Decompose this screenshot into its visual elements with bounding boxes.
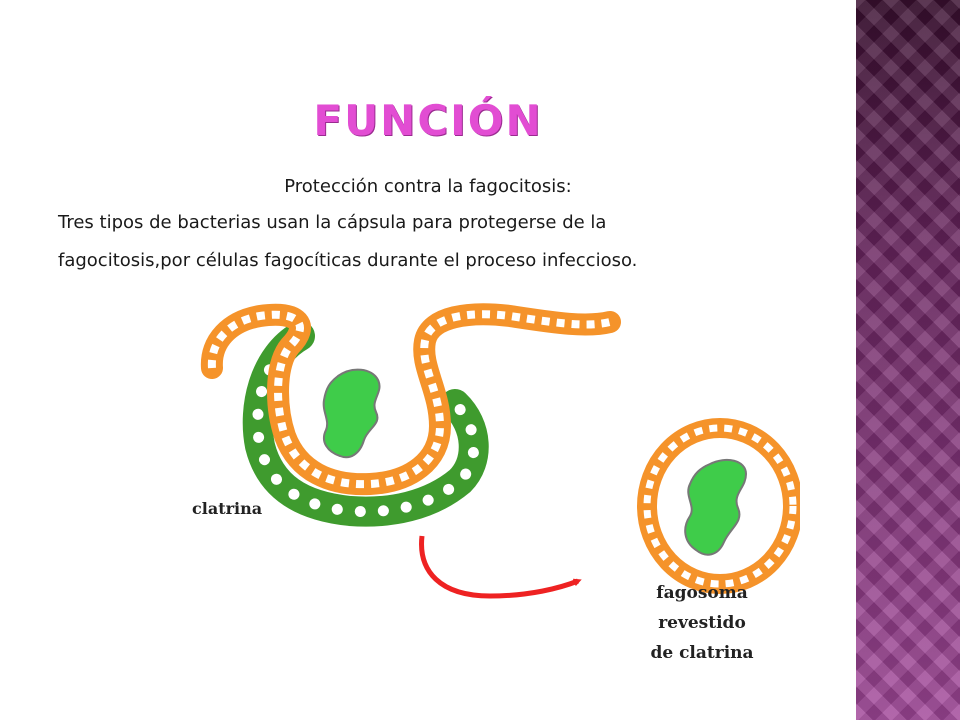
- engulfed-particle: [322, 368, 381, 459]
- phagocytosis-diagram: clatrina fagosoma revestido de clatrina: [192, 303, 800, 663]
- phagosome-label-line-1: fagosoma: [656, 583, 747, 603]
- process-arrow: [419, 535, 582, 599]
- clathrin-coat: [242, 321, 489, 527]
- phagosome-label-line-2: revestido: [658, 613, 746, 633]
- phagosome-label-line-3: de clatrina: [650, 643, 753, 663]
- clathrin-label: clatrina: [192, 499, 262, 518]
- decorative-side-band: [856, 0, 960, 720]
- plasma-membrane: [200, 303, 621, 496]
- body-text-line-1: Tres tipos de bacterias usan la cápsula …: [58, 212, 607, 233]
- body-text-line-2: fagocitosis,por células fagocíticas dura…: [58, 250, 638, 271]
- phagosome-particle: [684, 458, 748, 556]
- slide-subtitle: Protección contra la fagocitosis:: [284, 176, 572, 197]
- slide-title: FUNCIÓN: [313, 96, 543, 145]
- coated-phagosome: [637, 418, 800, 594]
